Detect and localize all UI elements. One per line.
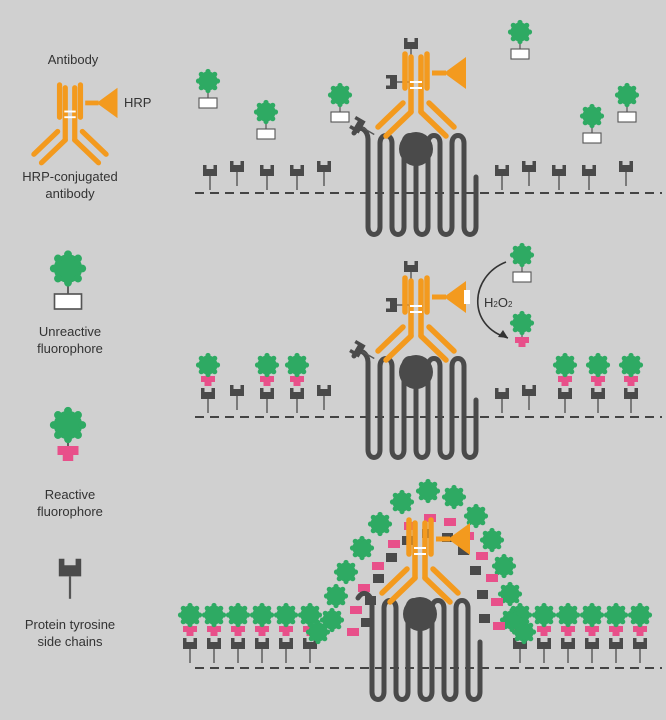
hrp-label: HRP: [124, 95, 152, 110]
legend-unreactive-fluorophore-icon: [50, 250, 86, 309]
hrp-active-site: [464, 290, 470, 304]
protein-3: [358, 593, 480, 699]
antibody-1: [378, 54, 466, 136]
panel-2: [195, 243, 662, 458]
h2o2-label: H2O2: [484, 295, 513, 310]
legend-antibody-icon: [34, 85, 118, 163]
protein-1: [354, 128, 476, 234]
tagged-tyrosines-left-3: [178, 603, 322, 663]
tyrosine-label: Protein tyrosine side chains: [24, 617, 116, 649]
unreactive-fluorophore-label: Unreactive fluorophore: [37, 324, 103, 356]
reaction-unreactive-fluorophore: [510, 243, 534, 282]
panel-1: [195, 20, 662, 235]
reaction-reactive-fluorophore: [510, 311, 534, 347]
legend-tyrosine-icon: [57, 557, 83, 600]
protein-2: [354, 351, 476, 457]
hrp-conjugated-antibody-label: HRP-conjugated antibody: [22, 169, 118, 201]
reaction-arrow: [476, 261, 509, 339]
antibody-label: Antibody: [47, 52, 99, 67]
antibody-2: [378, 278, 466, 360]
reactive-fluorophore-label: Reactive fluorophore: [37, 487, 103, 519]
legend-reactive-fluorophore-icon: [50, 407, 86, 461]
panel-3: [178, 478, 662, 700]
